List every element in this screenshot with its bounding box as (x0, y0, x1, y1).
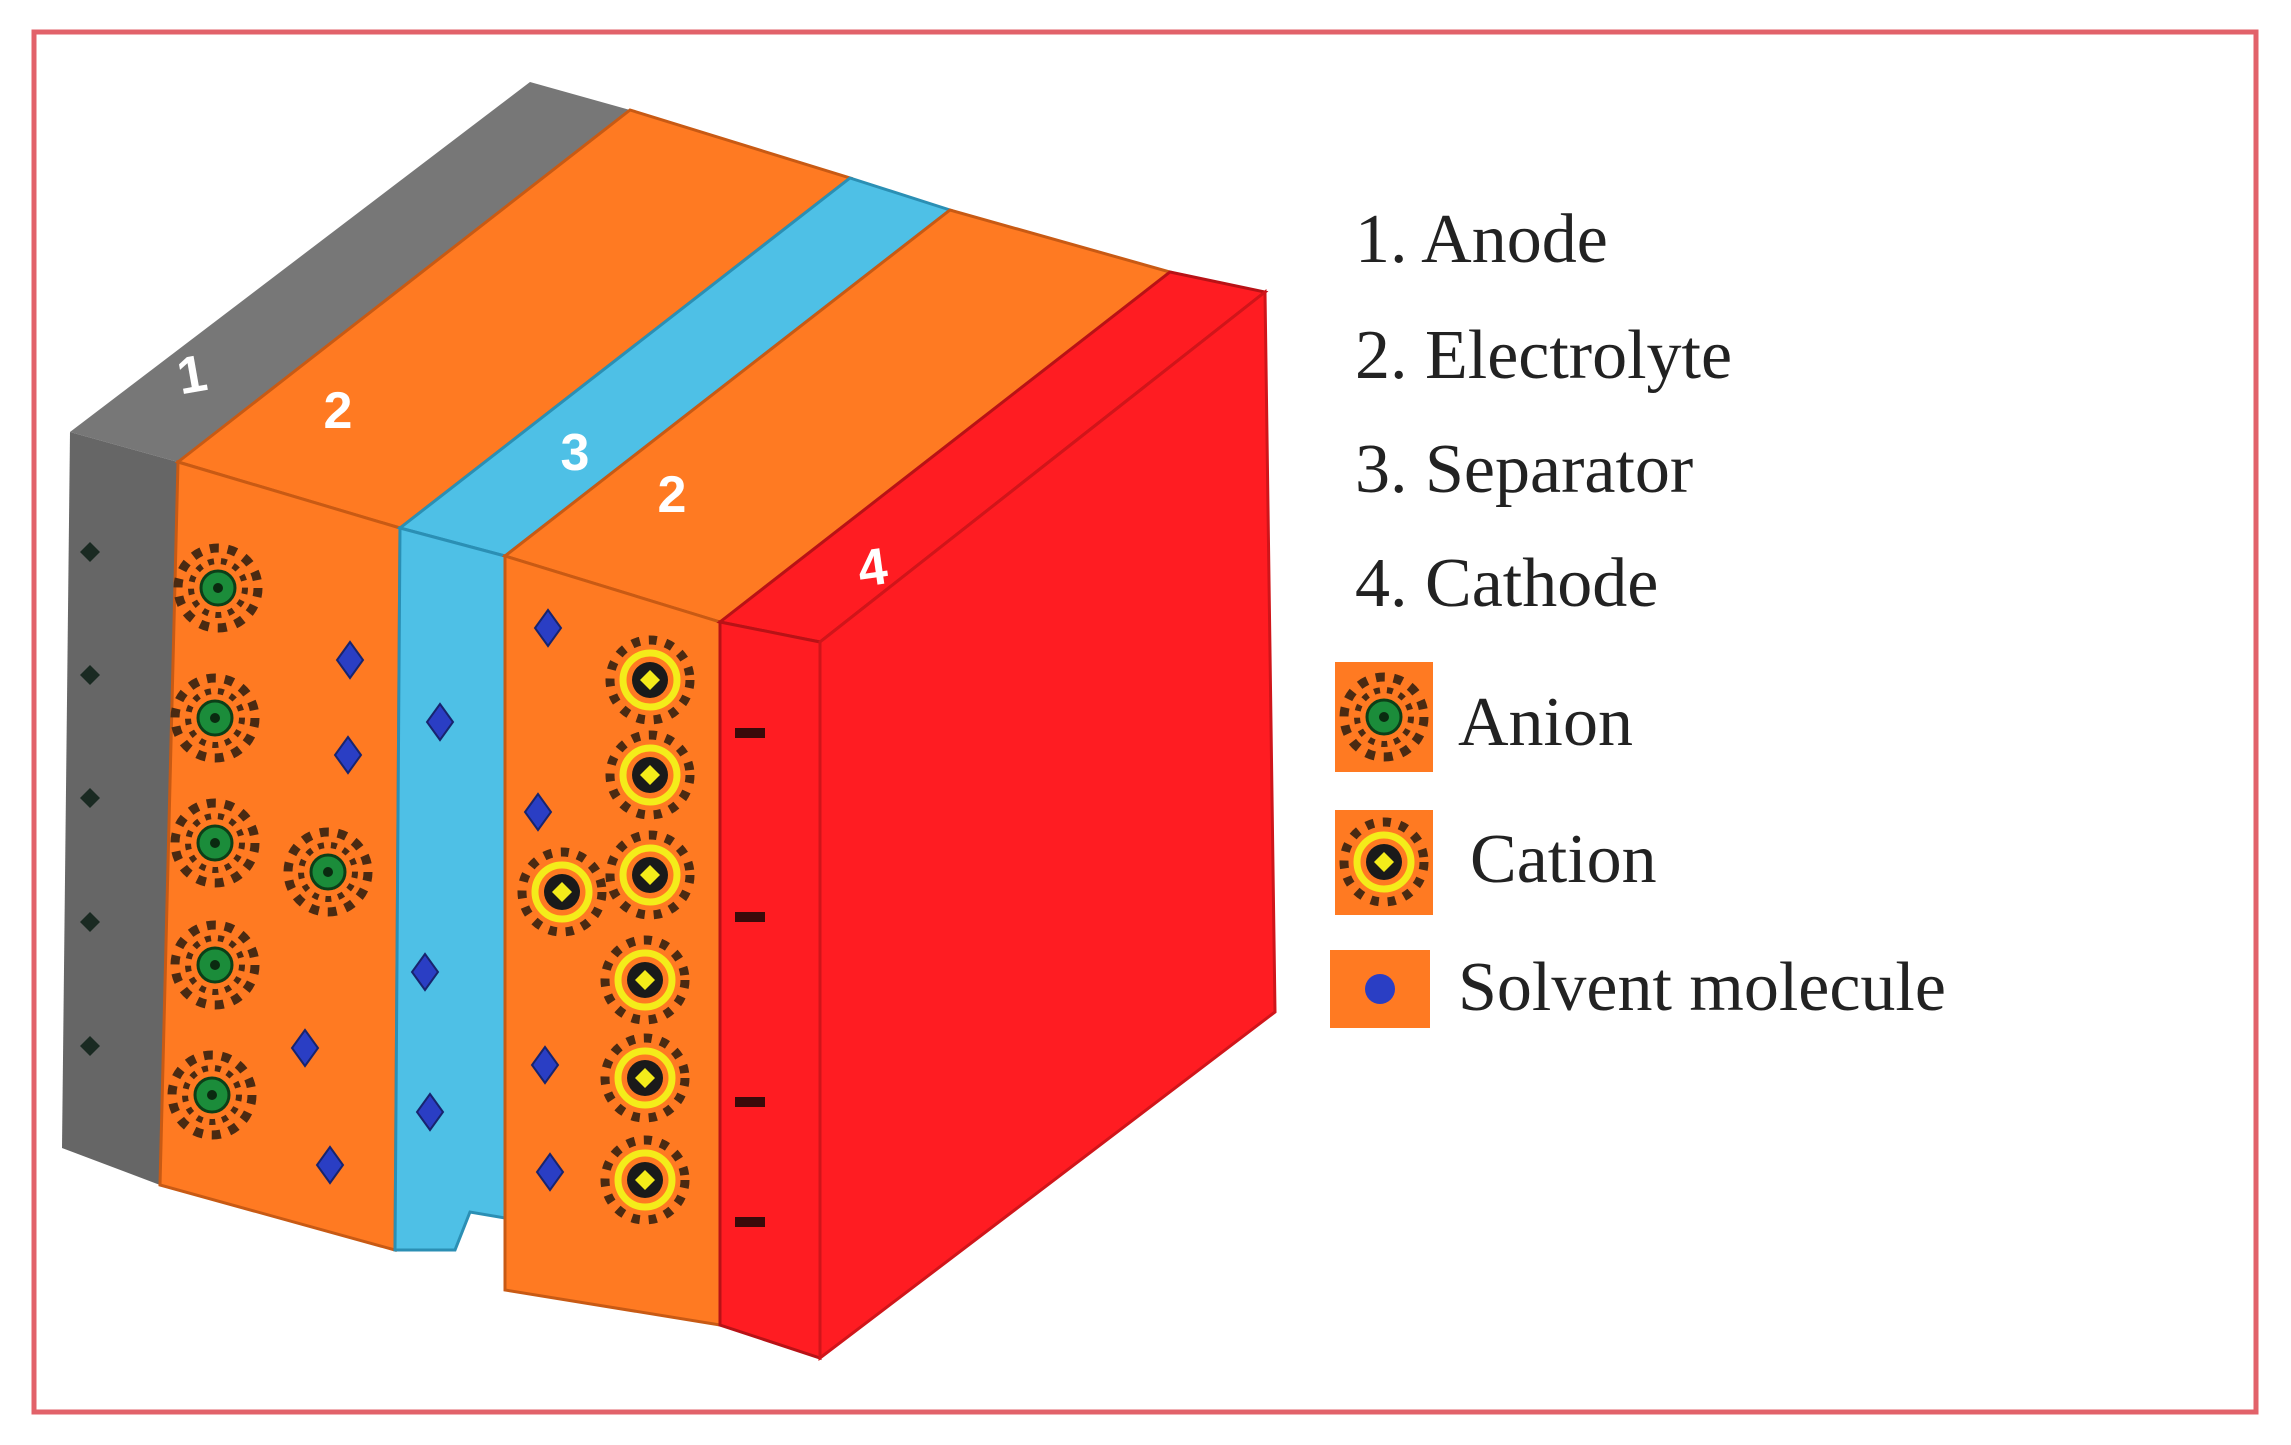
anode-charge-marks (80, 542, 100, 1056)
anion-icon (1335, 662, 1433, 772)
anode-front (62, 432, 178, 1185)
anode-top (70, 82, 630, 462)
cathode-side (818, 288, 1277, 1362)
cell-assembly: 1 2 3 2 4 (62, 82, 1277, 1362)
legend-electrolyte: 2. Electrolyte (1355, 317, 1732, 394)
cathode-charge-marks (735, 728, 765, 1227)
separator-front (393, 526, 507, 1252)
legend-cathode: 4. Cathode (1355, 545, 1658, 622)
cation-icon (1335, 810, 1433, 915)
solvent-molecule-icon (1330, 950, 1430, 1028)
legend-anode: 1. Anode (1355, 201, 1608, 278)
legend-anion: Anion (1458, 684, 1633, 761)
legend-cation: Cation (1470, 821, 1657, 898)
layer-number-electrolyte-right: 2 (658, 466, 687, 524)
legend-separator: 3. Separator (1355, 431, 1693, 508)
legend-solvent-molecule: Solvent molecule (1458, 949, 1946, 1026)
layer-number-electrolyte-left: 2 (324, 382, 353, 440)
layer-number-separator: 3 (561, 424, 590, 482)
legend: 1. Anode 2. Electrolyte 3. Separator 4. … (1330, 201, 1946, 1028)
